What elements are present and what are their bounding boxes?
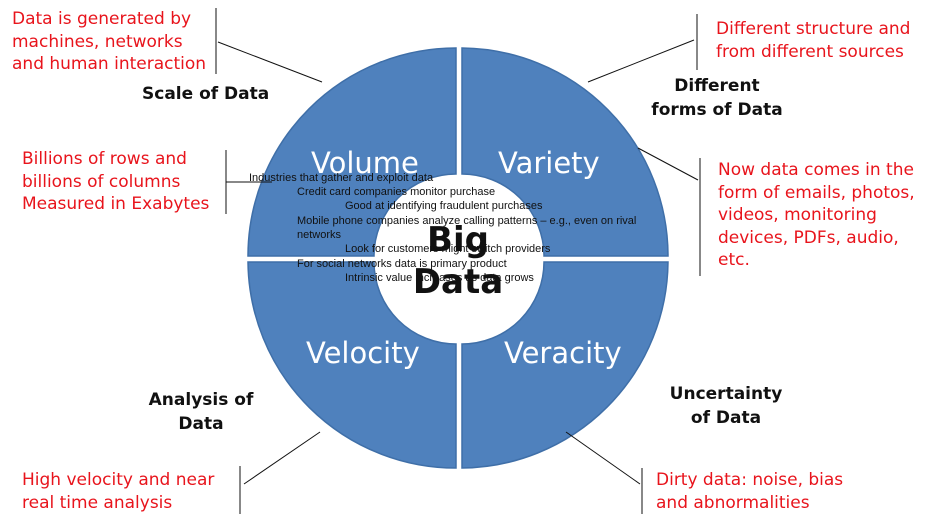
veracity-note-line-1: Dirty data: noise, bias [656,470,844,490]
connector-line-variety-top [587,39,695,83]
center-title-line-1: Big [427,220,489,260]
veracity-wedge [461,261,669,469]
velocity-note-line-2: real time analysis [22,492,173,513]
velocity-heading-line-2: Data [178,414,224,434]
veracity-heading-line-2: of Data [690,408,762,428]
connector-line-velocity [243,431,321,485]
variety-note-structure: Different structure and from different s… [716,18,910,63]
velocity-note-line-1: High velocity and near [22,470,215,490]
variety-label: Variety [498,146,600,180]
veracity-heading-line-1: Uncertainty [669,384,783,404]
velocity-wedge [247,261,457,469]
veracity-heading: Uncertainty of Data [650,382,802,430]
volume-note-generated-line-1: Data is generated by [12,9,192,29]
veracity-note-line-2: and abnormalities [656,492,810,513]
volume-heading: Scale of Data [142,84,270,104]
variety-heading: Different forms of Data [634,74,800,122]
volume-note-generated-line-2: machines, networks [12,31,183,52]
overlay-text-5: networks [297,229,342,241]
velocity-label: Velocity [306,336,420,370]
overlay-text-8: Intrinsic value increases as data grows [345,272,534,284]
connector-line-variety-mid [637,147,699,181]
connector-lines [215,8,701,514]
variety-heading-line-1: Different [674,76,760,96]
volume-note-generated-line-3: and human interaction [12,54,207,74]
velocity-note: High velocity and near real time analysi… [22,469,214,514]
variety-note-forms-line-2: form of emails, photos, [718,182,915,203]
variety-note-forms-line-1: Now data comes in the [718,160,914,180]
overlay-text-4: Mobile phone companies analyze calling p… [297,215,637,227]
variety-heading-line-2: forms of Data [651,100,783,120]
volume-note-billions-line-3: Measured in Exabytes [22,194,210,214]
overlay-text-3: Good at identifying fraudulent purchases [345,200,543,212]
connector-line-volume-top [217,41,323,83]
volume-label: Volume [311,146,419,180]
overlay-text-7: For social networks data is primary prod… [297,258,507,270]
variety-wedge [461,47,669,257]
variety-note-structure-line-2: from different sources [716,41,904,62]
volume-note-billions-line-2: billions of columns [22,171,181,192]
veracity-label: Veracity [504,336,622,370]
variety-note-forms-line-3: videos, monitoring [718,205,877,225]
volume-wedge [247,47,457,257]
variety-note-forms-line-4: devices, PDFs, audio, [718,227,899,248]
volume-note-billions: Billions of rows and billions of columns… [22,148,209,216]
overlay-text-2: Credit card companies monitor purchase [297,186,496,198]
overlay-text-1: Industries that gather and exploit data [249,172,434,184]
connector-line-veracity [565,431,641,485]
velocity-heading-line-1: Analysis of [148,390,254,410]
variety-note-structure-line-1: Different structure and [716,19,911,39]
center-title: Big Data [406,218,510,304]
variety-note-forms: Now data comes in the form of emails, ph… [718,159,915,272]
veracity-note: Dirty data: noise, bias and abnormalitie… [656,469,843,514]
volume-note-generated: Data is generated by machines, networks … [12,8,206,76]
center-title-line-2: Data [412,262,504,302]
variety-note-forms-line-5: etc. [718,250,750,270]
velocity-heading: Analysis of Data [132,388,270,436]
volume-note-billions-line-1: Billions of rows and [22,149,187,169]
overlay-text-6: Look for customers might switch provider… [345,243,551,255]
